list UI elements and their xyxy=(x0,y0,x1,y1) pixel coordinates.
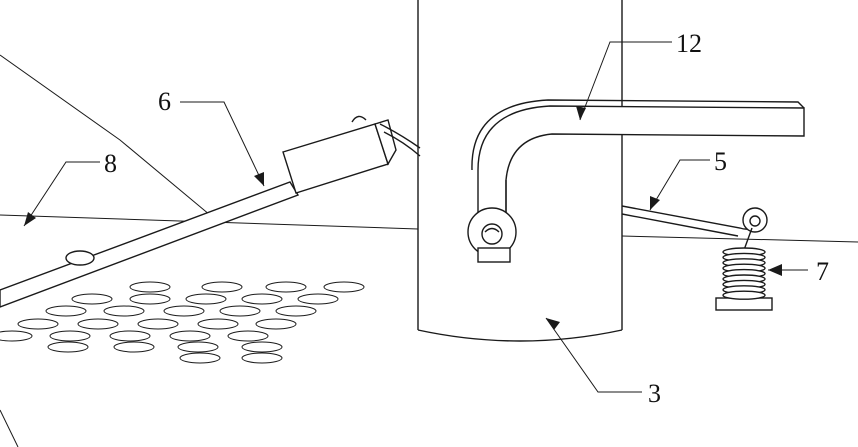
plate-hole xyxy=(113,341,155,353)
plate-hole xyxy=(241,293,283,305)
plate-hole xyxy=(129,281,171,293)
cord xyxy=(379,123,421,149)
plate-hole xyxy=(45,305,87,317)
plate-hole xyxy=(241,352,283,364)
plate-hole xyxy=(201,281,243,293)
perforated-holes xyxy=(0,281,365,364)
plate-hole xyxy=(129,293,171,305)
plate-hole xyxy=(137,318,179,330)
label-5: 5 xyxy=(714,147,727,176)
plate-hole xyxy=(185,293,227,305)
sleeve-6 xyxy=(282,115,397,194)
label-7: 7 xyxy=(816,257,829,286)
plate-hole xyxy=(49,330,91,342)
coil-spring-7 xyxy=(715,247,773,311)
plate-hole xyxy=(275,305,317,317)
plate-hole xyxy=(0,330,33,342)
bent-arm-12 xyxy=(467,99,805,263)
plate-hole xyxy=(77,318,119,330)
plate-hole xyxy=(109,330,151,342)
plate-hole xyxy=(241,341,283,353)
plate-hole xyxy=(227,330,269,342)
plate-hole xyxy=(17,318,59,330)
column-3 xyxy=(417,0,623,342)
label-12: 12 xyxy=(676,29,702,58)
plate-hole xyxy=(219,305,261,317)
coil-turn xyxy=(722,290,766,300)
plate-hole xyxy=(103,305,145,317)
plate-hole xyxy=(47,341,89,353)
plate-hole xyxy=(71,293,113,305)
ground-line-right xyxy=(621,235,858,243)
plate-hole xyxy=(297,293,339,305)
label-8: 8 xyxy=(104,149,117,178)
plate-hole xyxy=(197,318,239,330)
label-6: 6 xyxy=(158,87,171,116)
plate-hole xyxy=(255,318,297,330)
plate-hole xyxy=(323,281,365,293)
plate-hole xyxy=(163,305,205,317)
base-corner xyxy=(0,409,19,447)
plate-hole xyxy=(179,352,221,364)
label-3: 3 xyxy=(648,379,661,408)
spring-wire-5 xyxy=(621,205,768,251)
plate-hole xyxy=(169,330,211,342)
plate-hole xyxy=(265,281,307,293)
base-edge xyxy=(0,54,211,216)
plate-hole xyxy=(177,341,219,353)
arrowheads xyxy=(24,106,782,330)
inclined-rod-8 xyxy=(0,181,300,308)
